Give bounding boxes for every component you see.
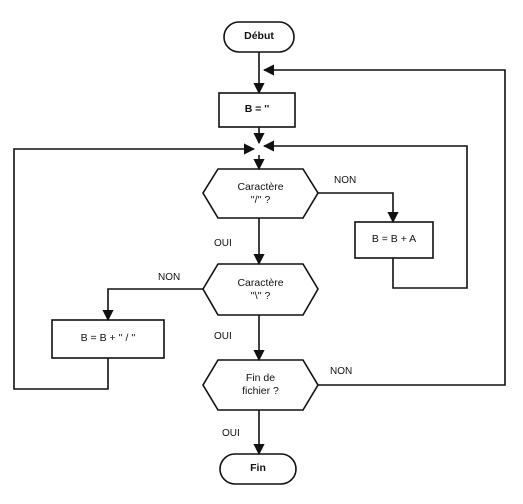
edge-q3-no: [262, 64, 506, 386]
q2-yes-label: OUI: [214, 331, 232, 342]
q1-yes-label: OUI: [214, 238, 232, 249]
end-label: Fin: [250, 462, 266, 474]
edge-q1-no: [318, 192, 399, 224]
decision-slash-label: Caractère ''/'' ?: [237, 181, 284, 206]
box-append-a-label: B = B + A: [371, 233, 417, 245]
q3-yes-label: OUI: [222, 428, 240, 439]
decision-slash: [202, 168, 319, 219]
start-label: Début: [244, 30, 274, 42]
decision-backslash-label: Caractère ''\'' ?: [237, 277, 284, 302]
edge-q2-no: [102, 288, 203, 322]
q2-no-label: NON: [158, 272, 181, 283]
edge-boxslash-loop: [13, 143, 256, 390]
init-label: B = '': [244, 103, 270, 115]
q3-no-label: NON: [330, 366, 353, 377]
edge-boxa-loop: [262, 140, 468, 289]
q1-no-label: NON: [334, 175, 357, 186]
decision-eof: [202, 359, 319, 411]
box-append-slash-label: B = B + '' / '': [80, 332, 136, 344]
decision-eof-label: Fin de fichier ?: [242, 372, 279, 397]
